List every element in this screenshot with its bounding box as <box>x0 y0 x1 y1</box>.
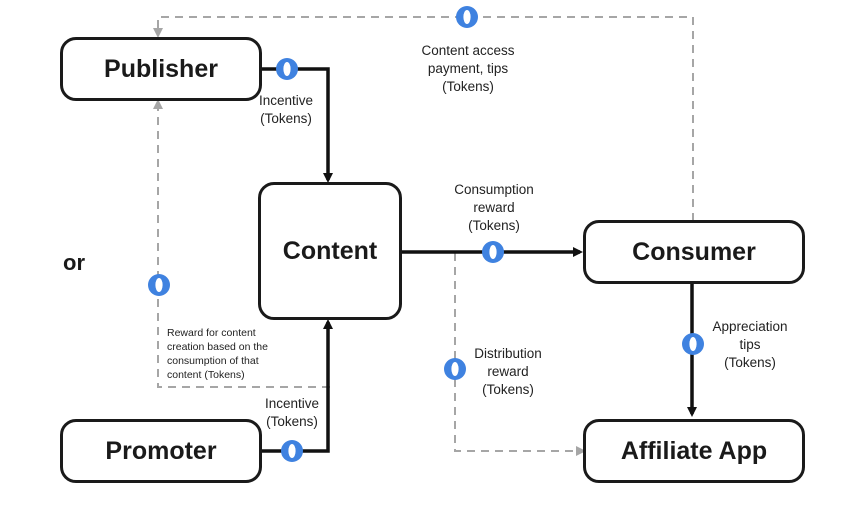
consumer-node: Consumer <box>583 220 805 284</box>
token-coin-icon <box>281 440 303 462</box>
distribution-reward-label: Distribution reward (Tokens) <box>474 346 542 397</box>
dashed-distribution-line <box>454 253 586 456</box>
content-access-label: Content access payment, tips (Tokens) <box>421 43 515 94</box>
promoter-node: Promoter <box>60 419 262 483</box>
dashed-reward-to-publisher-line <box>153 99 330 388</box>
reward-for-content-label: Reward for content creation based on the… <box>167 327 268 381</box>
token-coin-icon <box>444 358 466 380</box>
token-coin-icon <box>456 6 478 28</box>
token-coin-icon <box>148 274 170 296</box>
appreciation-tips-label: Appreciation tips (Tokens) <box>712 319 788 370</box>
token-coin-icon <box>682 333 704 355</box>
publisher-node: Publisher <box>60 37 262 101</box>
token-coin-icon <box>276 58 298 80</box>
consumption-reward-label: Consumption reward (Tokens) <box>454 182 534 233</box>
token-coin-icon <box>482 241 504 263</box>
promoter-incentive-label: Incentive (Tokens) <box>264 396 320 429</box>
affiliate-app-node: Affiliate App <box>583 419 805 483</box>
content-node: Content <box>258 182 402 320</box>
publisher-incentive-label: Incentive (Tokens) <box>258 93 314 126</box>
dashed-consumer-to-publisher-line <box>153 16 694 221</box>
or-text: or <box>63 250 85 275</box>
